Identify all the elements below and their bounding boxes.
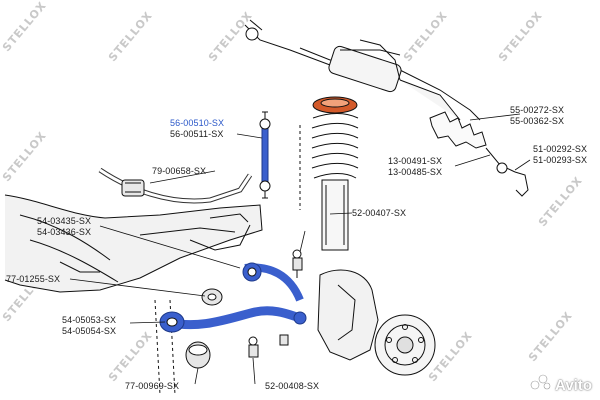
label-stabilizer-bushing: 79-00658-SX <box>152 166 207 176</box>
knuckle-hub-drawing <box>317 269 436 376</box>
subframe-drawing <box>4 194 263 396</box>
label-tie-rod-end-1: 51-00292-SX <box>533 144 588 154</box>
steering-rack-drawing <box>244 19 529 197</box>
label-thrust-arm-1: 54-03435-SX <box>37 216 92 226</box>
label-inner-tie-rod-2: 13-00485-SX <box>388 167 443 177</box>
label-ball-joint-lower: 52-00408-SX <box>265 381 320 391</box>
label-control-arm-1: 54-05053-SX <box>62 315 117 325</box>
label-tie-rod-end-2: 51-00293-SX <box>533 155 588 165</box>
label-hydro-bushing: 77-00969-SX <box>125 381 180 391</box>
label-stabilizer-link-1: 56-00510-SX <box>170 118 225 128</box>
label-arm-bushing: 77-01255-SX <box>6 274 61 284</box>
leader-lines <box>69 113 531 385</box>
bushing-drawing <box>185 288 223 369</box>
label-control-arm-2: 54-05054-SX <box>62 326 117 336</box>
label-stabilizer-link-2: 56-00511-SX <box>170 129 224 139</box>
label-thrust-arm-2: 54-03436-SX <box>37 227 92 237</box>
control-arm-drawing <box>159 306 307 333</box>
thrust-arm-drawing <box>242 262 304 302</box>
label-inner-tie-rod-1: 13-00491-SX <box>388 156 443 166</box>
strut-drawing <box>299 96 359 251</box>
avito-watermark: Avito <box>555 377 592 394</box>
stabilizer-link-drawing <box>259 111 271 199</box>
ball-joint-drawing <box>248 249 303 358</box>
avito-logo-icon <box>530 374 551 390</box>
label-ball-joint-upper: 52-00407-SX <box>352 208 407 218</box>
label-boot-2: 55-00362-SX <box>510 116 565 126</box>
label-boot-1: 55-00272-SX <box>510 105 565 115</box>
stabilizer-bar-drawing <box>98 167 253 204</box>
